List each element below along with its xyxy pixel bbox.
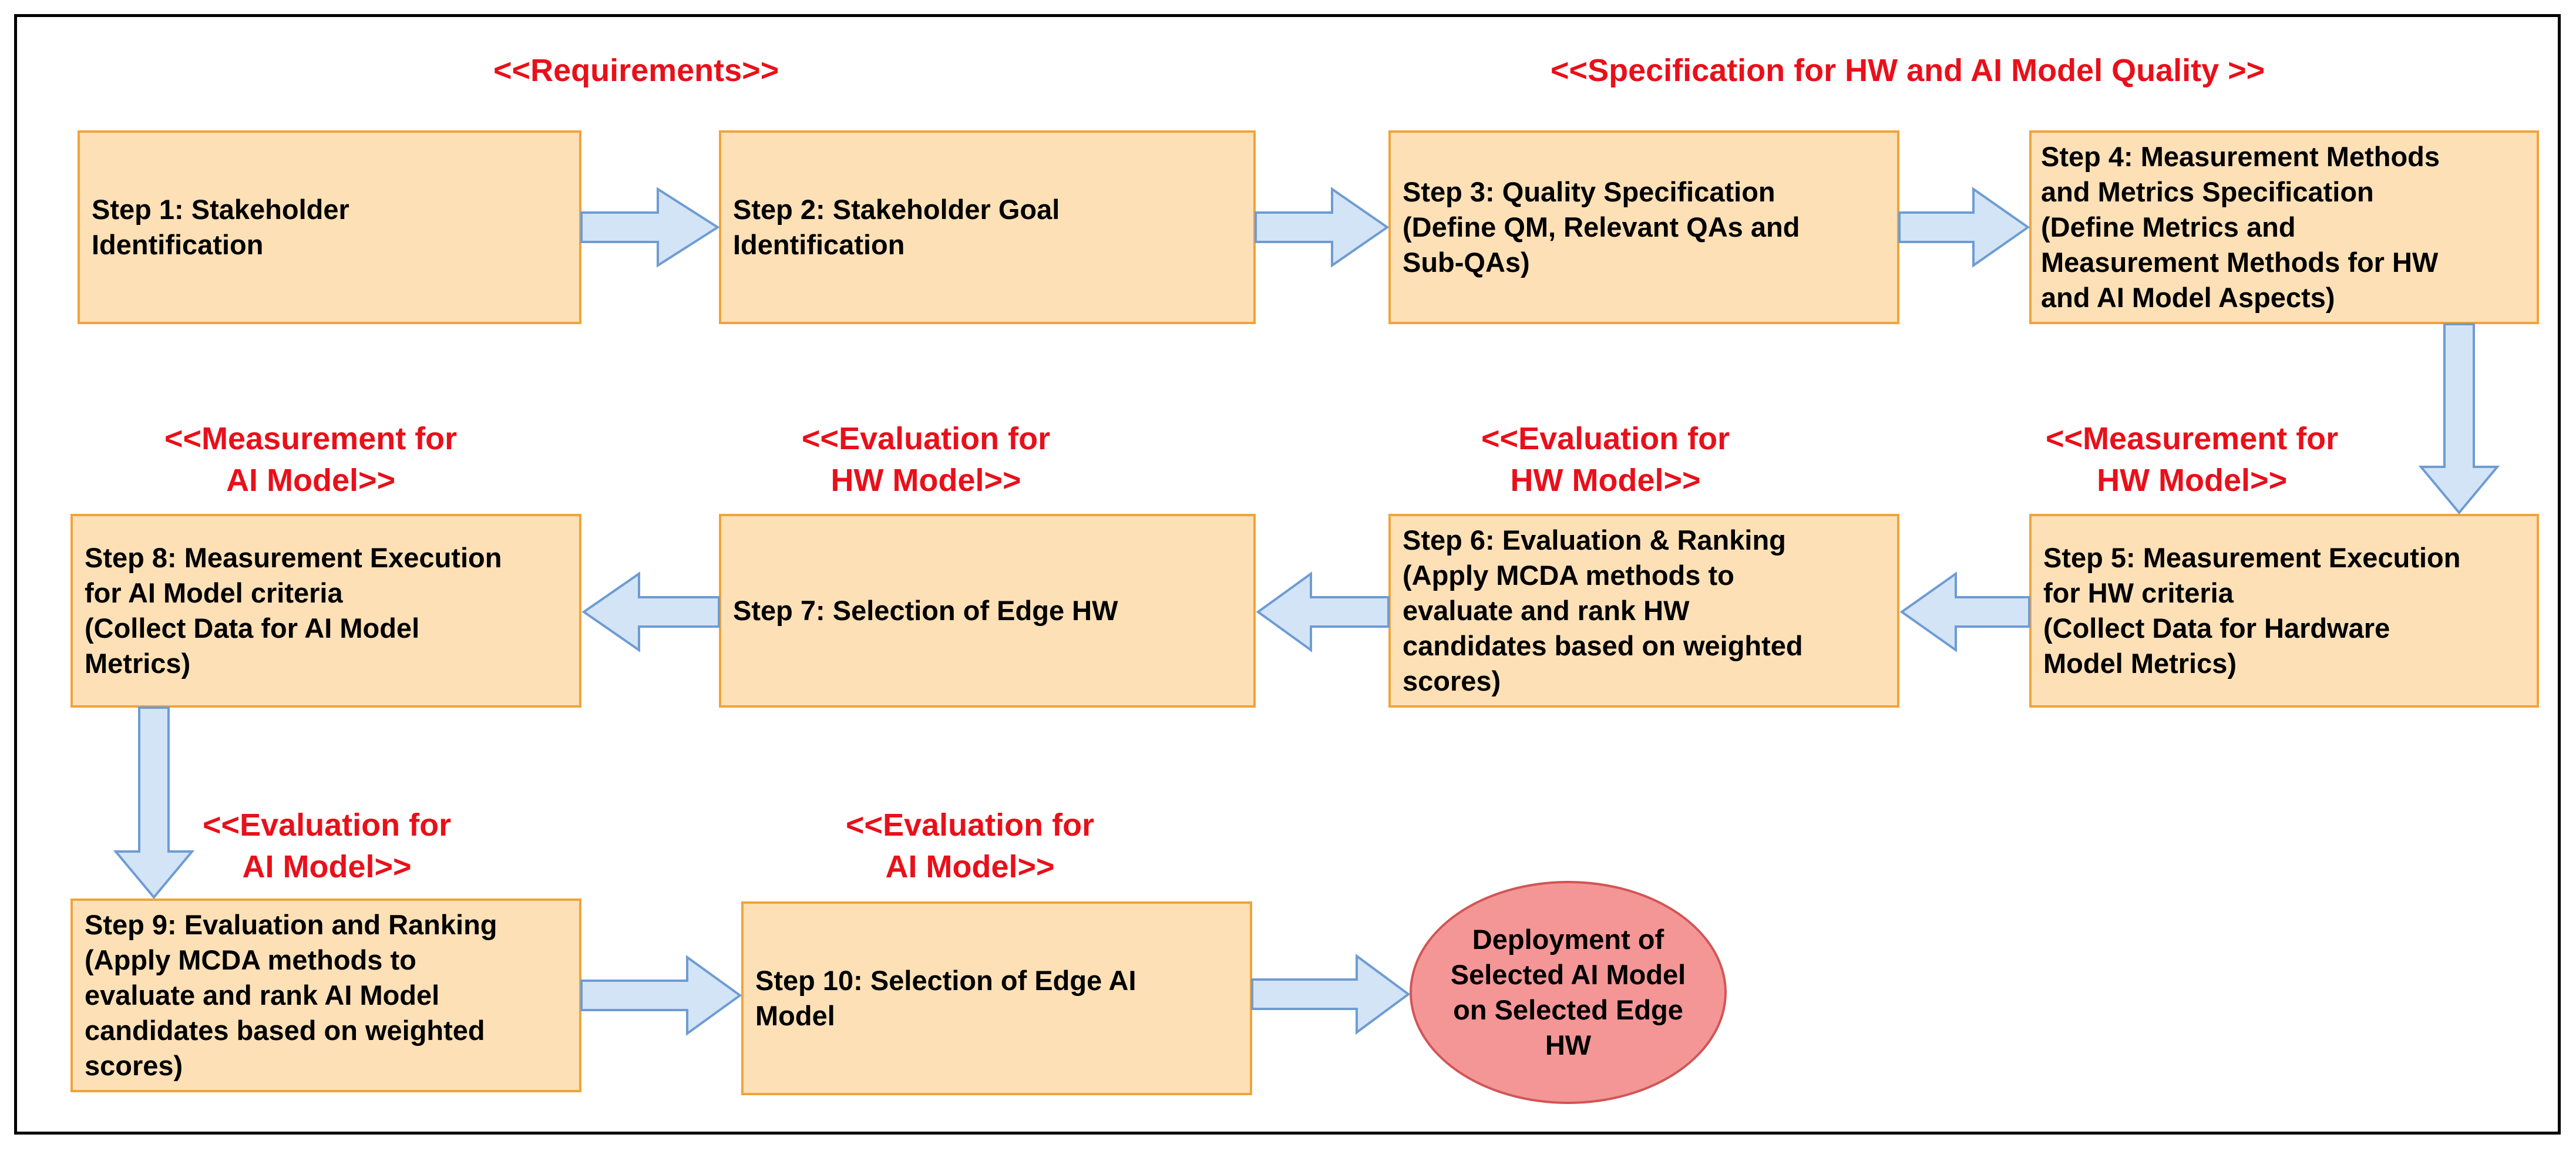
arrow-step1-to-step2 [580, 187, 720, 268]
label-line: AI Model>> [226, 463, 396, 499]
step-8-text: Step 8: Measurement Execution for AI Mod… [85, 541, 502, 679]
label-line: <<Measurement for [164, 421, 458, 456]
label-measurement-ai: <<Measurement for AI Model>> [164, 418, 457, 502]
label-line: <<Evaluation for [1481, 421, 1730, 456]
step-5-text: Step 5: Measurement Execution for HW cri… [2043, 541, 2461, 679]
step-6-text: Step 6: Evaluation & Ranking (Apply MCDA… [1403, 524, 1803, 697]
diagram-frame [14, 14, 2561, 1135]
label-line: AI Model>> [885, 849, 1055, 885]
arrow-step8-to-step9 [113, 706, 195, 900]
step-3-box: Step 3: Quality Specification (Define QM… [1388, 130, 1899, 324]
step-4-box: Step 4: Measurement Methods and Metrics … [2029, 130, 2539, 324]
label-line: <<Measurement for [2046, 421, 2339, 456]
step-9-text: Step 9: Evaluation and Ranking (Apply MC… [85, 908, 497, 1082]
label-line: <<Evaluation for [203, 807, 452, 843]
arrow-step10-to-deployment [1251, 954, 1411, 1035]
label-specification: <<Specification for HW and AI Model Qual… [1551, 53, 2265, 88]
arrow-step3-to-step4 [1898, 187, 2030, 268]
label-line: <<Evaluation for [802, 421, 1051, 456]
label-line: HW Model>> [2097, 463, 2288, 499]
step-7-box: Step 7: Selection of Edge HW [719, 514, 1256, 708]
arrow-step9-to-step10 [580, 955, 742, 1036]
step-6-box: Step 6: Evaluation & Ranking (Apply MCDA… [1388, 514, 1899, 708]
step-3-text: Step 3: Quality Specification (Define QM… [1403, 176, 1800, 278]
step-4-text: Step 4: Measurement Methods and Metrics … [2041, 140, 2440, 314]
label-evaluation-hw-2: <<Evaluation for HW Model>> [1481, 418, 1730, 502]
step-7-text: Step 7: Selection of Edge HW [733, 594, 1118, 626]
deployment-node: Deployment of Selected AI Model on Selec… [1410, 881, 1727, 1104]
arrow-step4-to-step5 [2418, 323, 2500, 515]
label-line: <<Evaluation for [846, 807, 1095, 843]
arrow-step5-to-step6 [1899, 571, 2030, 652]
step-5-box: Step 5: Measurement Execution for HW cri… [2029, 514, 2539, 708]
arrow-step2-to-step3 [1255, 187, 1390, 268]
arrow-step7-to-step8 [581, 571, 720, 652]
step-10-box: Step 10: Selection of Edge AI Model [741, 901, 1252, 1095]
deployment-text: Deployment of Selected AI Model on Selec… [1450, 923, 1686, 1061]
label-line: HW Model>> [1510, 463, 1701, 499]
label-evaluation-ai-1: <<Evaluation for AI Model>> [203, 805, 451, 889]
step-9-box: Step 9: Evaluation and Ranking (Apply MC… [70, 898, 581, 1092]
label-line: AI Model>> [242, 849, 412, 885]
label-evaluation-hw-1: <<Evaluation for HW Model>> [802, 418, 1050, 502]
step-1-text: Step 1: Stakeholder Identification [92, 193, 349, 260]
arrow-step6-to-step7 [1256, 571, 1390, 652]
step-10-text: Step 10: Selection of Edge AI Model [755, 964, 1136, 1031]
label-measurement-hw: <<Measurement for HW Model>> [2046, 418, 2338, 502]
step-8-box: Step 8: Measurement Execution for AI Mod… [70, 514, 581, 708]
step-2-text: Step 2: Stakeholder Goal Identification [733, 193, 1060, 260]
label-requirements: <<Requirements>> [493, 53, 779, 88]
label-evaluation-ai-2: <<Evaluation for AI Model>> [846, 805, 1094, 889]
label-line: HW Model>> [830, 463, 1021, 499]
step-2-box: Step 2: Stakeholder Goal Identification [719, 130, 1256, 324]
